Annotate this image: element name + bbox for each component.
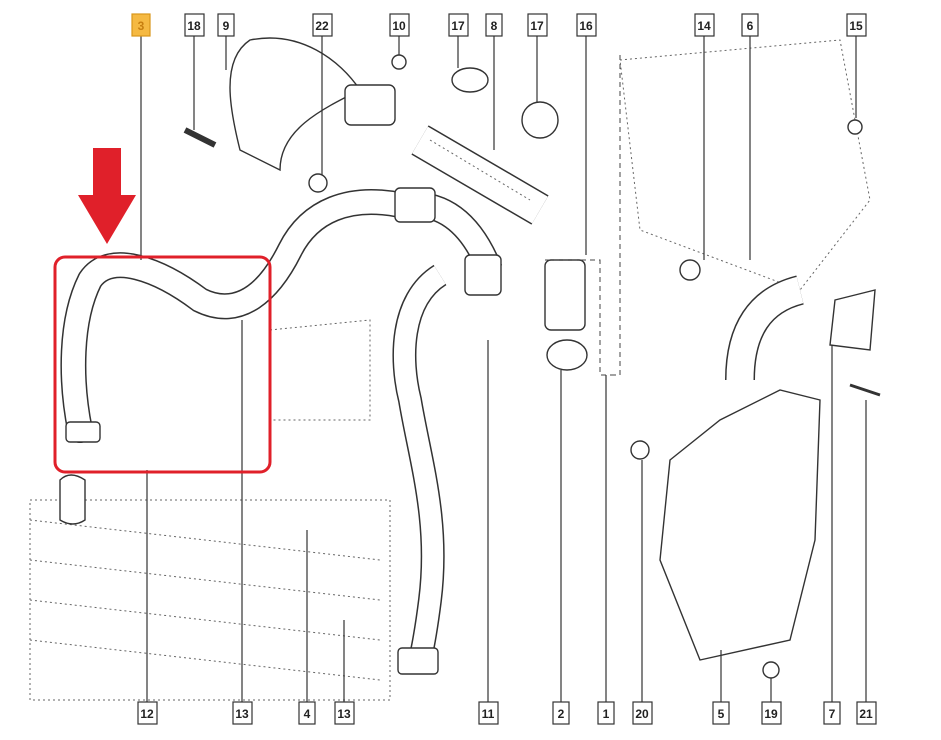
sensor-part-16 [544, 259, 612, 376]
svg-text:18: 18 [187, 19, 201, 33]
pipe-part-4 [269, 264, 448, 675]
callout-label[interactable]: 19 [761, 701, 782, 725]
callout-label[interactable]: 9 [217, 13, 235, 37]
svg-text:7: 7 [829, 707, 836, 721]
svg-text:15: 15 [849, 19, 863, 33]
svg-text:13: 13 [235, 707, 249, 721]
svg-text:3: 3 [138, 19, 145, 33]
svg-text:14: 14 [697, 19, 711, 33]
svg-text:2: 2 [558, 707, 565, 721]
callout-label[interactable]: 1 [597, 701, 615, 725]
svg-text:19: 19 [764, 707, 778, 721]
highlight-box [53, 255, 272, 474]
air-box-drawing [612, 39, 881, 679]
svg-text:22: 22 [315, 19, 329, 33]
svg-text:17: 17 [530, 19, 544, 33]
hose-part-3[interactable] [60, 189, 413, 443]
callout-label[interactable]: 16 [576, 13, 597, 37]
callout-label[interactable]: 17 [448, 13, 469, 37]
svg-text:10: 10 [392, 19, 406, 33]
intercooler-drawing [29, 474, 391, 701]
callout-label[interactable]: 12 [137, 701, 158, 725]
svg-text:21: 21 [859, 707, 873, 721]
down-arrow-icon [78, 148, 136, 244]
callout-label[interactable]: 2 [552, 701, 570, 725]
callout-label[interactable]: 10 [389, 13, 410, 37]
callout-label-3-selected[interactable]: 3 [131, 13, 151, 37]
svg-text:4: 4 [304, 707, 311, 721]
callout-label[interactable]: 21 [856, 701, 877, 725]
callout-label[interactable]: 15 [846, 13, 867, 37]
callout-label[interactable]: 11 [478, 701, 499, 725]
svg-text:6: 6 [747, 19, 754, 33]
callout-label[interactable]: 13 [232, 701, 253, 725]
callout-label[interactable]: 5 [712, 701, 730, 725]
callout-label[interactable]: 18 [184, 13, 205, 37]
svg-text:8: 8 [491, 19, 498, 33]
bottom-labels: 12 13 4 13 11 2 1 20 5 19 7 21 [137, 701, 877, 725]
callout-label[interactable]: 22 [312, 13, 333, 37]
callout-label[interactable]: 4 [298, 701, 316, 725]
svg-text:16: 16 [579, 19, 593, 33]
svg-text:13: 13 [337, 707, 351, 721]
callout-label[interactable]: 17 [527, 13, 548, 37]
callout-label[interactable]: 7 [823, 701, 841, 725]
svg-text:17: 17 [451, 19, 465, 33]
callout-label[interactable]: 20 [632, 701, 653, 725]
top-labels: 3 18 9 22 10 17 8 17 16 14 6 15 [131, 13, 867, 37]
svg-text:9: 9 [223, 19, 230, 33]
leader-lines [140, 36, 867, 702]
callout-label[interactable]: 6 [741, 13, 759, 37]
svg-text:12: 12 [140, 707, 154, 721]
svg-text:1: 1 [603, 707, 610, 721]
svg-text:11: 11 [482, 707, 495, 721]
svg-text:20: 20 [635, 707, 649, 721]
callout-label[interactable]: 13 [334, 701, 355, 725]
upper-pipes-drawing [183, 37, 559, 296]
svg-text:5: 5 [718, 707, 725, 721]
callout-label[interactable]: 14 [694, 13, 715, 37]
callout-label[interactable]: 8 [485, 13, 503, 37]
